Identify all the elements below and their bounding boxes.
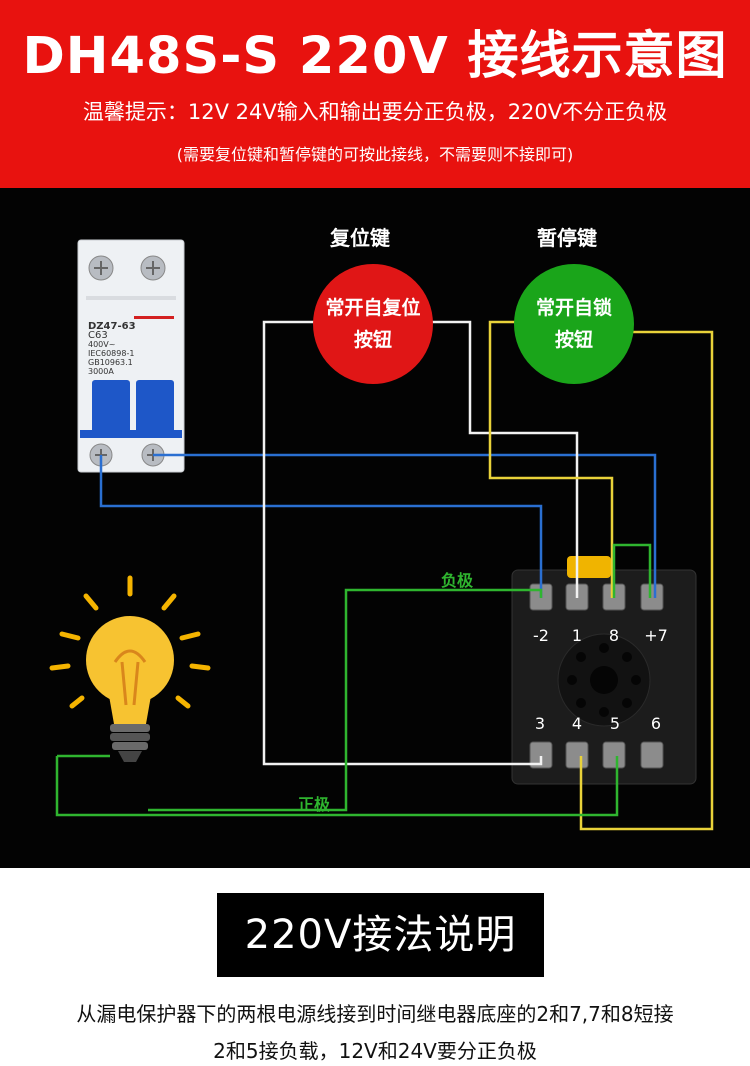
page-title: DH48S-S 220V 接线示意图: [22, 27, 728, 86]
breaker-spec3: GB10963.1: [88, 358, 133, 367]
terminal-label: 3: [534, 714, 546, 733]
section-title: 220V接法说明: [217, 893, 544, 977]
relay-socket: [511, 556, 697, 785]
yellow-latch: [567, 556, 611, 578]
negative-label: 负极: [441, 571, 474, 590]
description-line2: 2和5接负载，12V和24V要分正负极: [213, 1039, 537, 1063]
reset-button-line1: 常开自复位: [325, 297, 421, 319]
pause-button: 常开自锁 按钮: [514, 264, 634, 384]
breaker-spec2: IEC60898-1: [88, 349, 135, 358]
breaker-spec4: 3000A: [88, 367, 114, 376]
pause-button-line2: 按钮: [554, 329, 593, 351]
reset-button: 常开自复位 按钮: [313, 264, 433, 384]
terminal-label: -2: [533, 626, 549, 645]
breaker-label: DZ47-63 C63 400V~ IEC60898-1 GB10963.1 3…: [88, 321, 136, 377]
note-text: (需要复位键和暂停键的可按此接线，不需要则不接即可): [176, 145, 574, 164]
pause-key-label: 暂停键: [537, 226, 597, 250]
terminal-label: 8: [608, 626, 620, 645]
wires: [55, 320, 714, 831]
reset-key-label: 复位键: [330, 226, 390, 250]
breaker-model: DZ47-63: [88, 321, 136, 332]
bulb-rays: [49, 575, 211, 709]
terminal-label: 5: [609, 714, 621, 733]
circuit-breaker: [77, 239, 185, 473]
header-banner: DH48S-S 220V 接线示意图 温馨提示：12V 24V输入和输出要分正负…: [0, 0, 750, 188]
light-bulb-icon: [86, 616, 174, 762]
wiring-svg: [49, 239, 714, 831]
terminal-label: 1: [571, 626, 583, 645]
pause-button-line1: 常开自锁: [535, 297, 612, 319]
breaker-rating: C63: [88, 330, 108, 341]
terminal-label: +7: [644, 626, 668, 645]
description-line1: 从漏电保护器下的两根电源线接到时间继电器底座的2和7,7和8短接: [76, 1002, 674, 1026]
tip-text: 温馨提示：12V 24V输入和输出要分正负极，220V不分正负极: [82, 100, 668, 124]
terminal-label: 6: [650, 714, 662, 733]
terminal-label: 4: [571, 714, 583, 733]
breaker-spec1: 400V~: [88, 340, 116, 349]
wiring-diagram: 复位键 暂停键 常开自复位 按钮 常开自锁 按钮 DZ47-63 C63 400…: [0, 188, 750, 868]
reset-button-line2: 按钮: [353, 329, 392, 351]
positive-label: 正极: [298, 795, 331, 814]
